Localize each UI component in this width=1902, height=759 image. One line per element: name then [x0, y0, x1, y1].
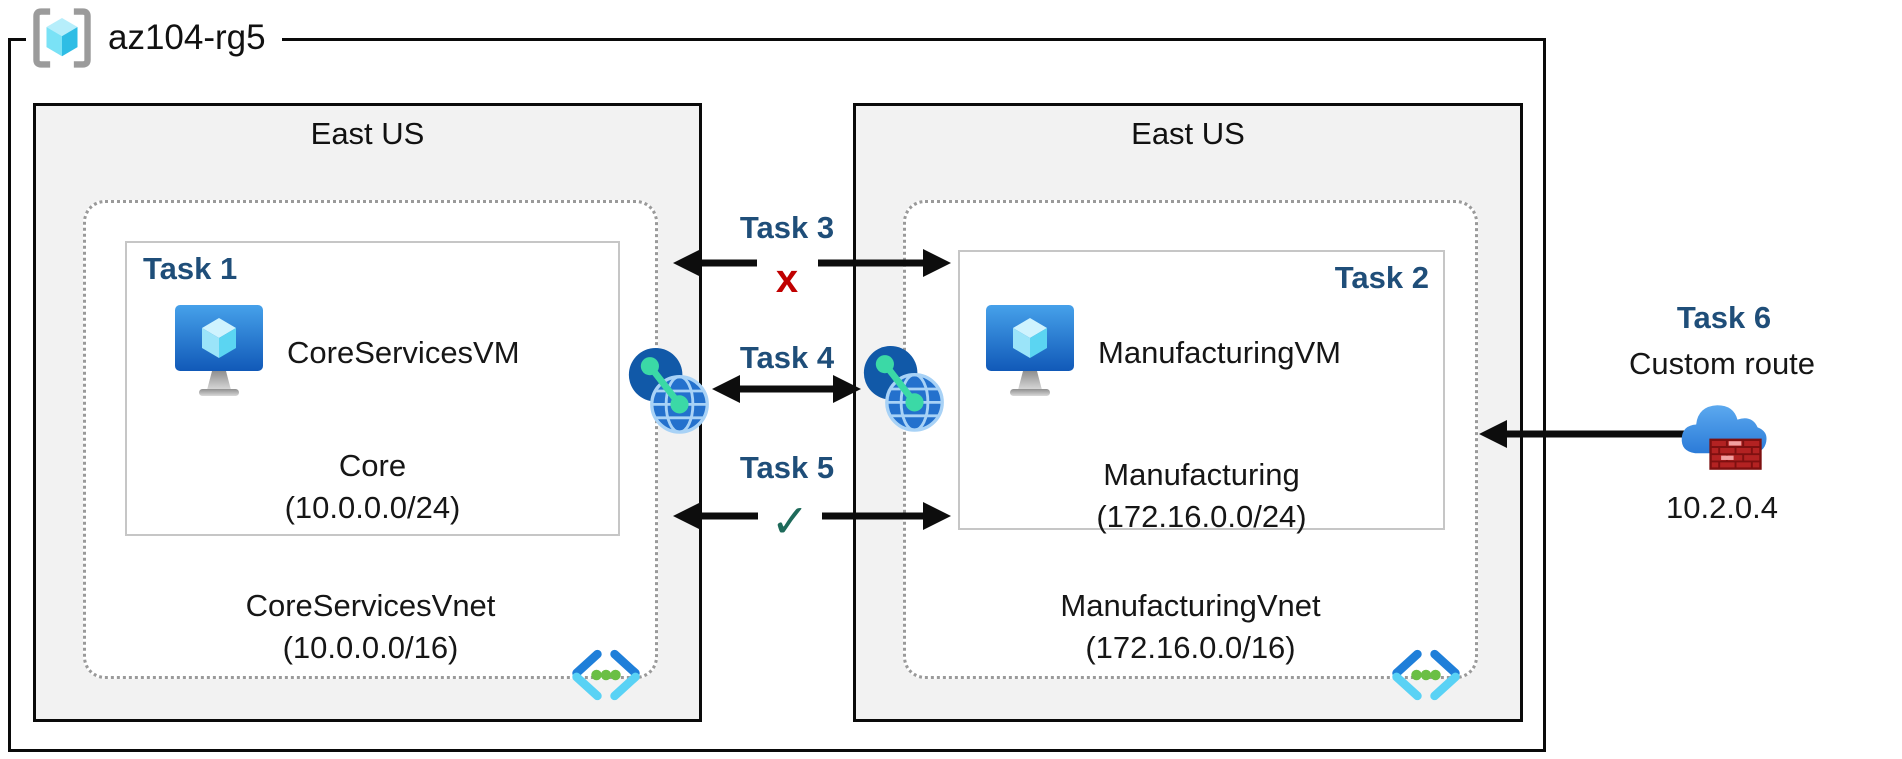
virtual-network-icon — [1388, 647, 1464, 703]
vnet-label: ManufacturingVnet (172.16.0.0/16) — [906, 585, 1475, 669]
task-3-label: Task 3 — [739, 210, 835, 245]
subnet-cidr: (172.16.0.0/24) — [1096, 499, 1307, 534]
subnet-name: Core — [338, 448, 407, 483]
core-services-vnet-box: Task 1 CoreServicesVM Core (10.0.0.0/24)… — [83, 200, 658, 679]
resource-group-icon — [30, 7, 94, 69]
virtual-machine-icon — [982, 303, 1078, 403]
virtual-machine-icon — [171, 303, 267, 403]
task-6-label: Task 6 — [1676, 300, 1772, 335]
region-title: East US — [310, 116, 425, 151]
vnet-cidr: (10.0.0.0/16) — [282, 630, 459, 665]
custom-route-label: Custom route — [1628, 346, 1816, 381]
manufacturing-vm: ManufacturingVM — [982, 301, 1341, 405]
manufacturing-subnet-box: Task 2 ManufacturingVM Manufacturing (17… — [958, 250, 1445, 534]
virtual-network-icon — [568, 647, 644, 703]
vm-name: CoreServicesVM — [287, 335, 520, 370]
task-1-tag: Task 1 — [143, 251, 238, 286]
subnet-cidr: (10.0.0.0/24) — [284, 490, 461, 525]
resource-group-label: az104-rg5 — [26, 4, 282, 72]
task-2-tag: Task 2 — [1334, 260, 1429, 295]
region-east-us-left: East US Task 1 CoreServicesVM Core (10.0… — [33, 103, 702, 722]
task-5-label: Task 5 — [739, 450, 835, 485]
subnet-name: Manufacturing — [1103, 457, 1300, 492]
subnet-label: Core (10.0.0.0/24) — [127, 445, 618, 529]
vnet-label: CoreServicesVnet (10.0.0.0/16) — [86, 585, 655, 669]
nva-ip-address: 10.2.0.4 — [1665, 490, 1779, 525]
allowed-check-mark: ✓ — [770, 495, 810, 547]
network-peering-icon — [861, 344, 947, 434]
nva-firewall-cloud-icon — [1676, 393, 1772, 477]
vm-name: ManufacturingVM — [1098, 335, 1341, 370]
blocked-x-mark: x — [775, 257, 799, 301]
subnet-label: Manufacturing (172.16.0.0/24) — [960, 454, 1443, 538]
resource-group-name: az104-rg5 — [108, 18, 266, 57]
manufacturing-vnet-box: Task 2 ManufacturingVM Manufacturing (17… — [903, 200, 1478, 679]
task-4-label: Task 4 — [739, 340, 835, 375]
vnet-cidr: (172.16.0.0/16) — [1085, 630, 1296, 665]
region-title: East US — [1131, 116, 1245, 151]
network-peering-icon — [626, 346, 712, 436]
region-east-us-right: East US Task 2 ManufacturingVM Manufactu… — [853, 103, 1523, 722]
core-services-vm: CoreServicesVM — [171, 301, 520, 405]
vnet-name: ManufacturingVnet — [1060, 588, 1321, 623]
core-subnet-box: Task 1 CoreServicesVM Core (10.0.0.0/24) — [125, 241, 620, 536]
vnet-name: CoreServicesVnet — [245, 588, 496, 623]
